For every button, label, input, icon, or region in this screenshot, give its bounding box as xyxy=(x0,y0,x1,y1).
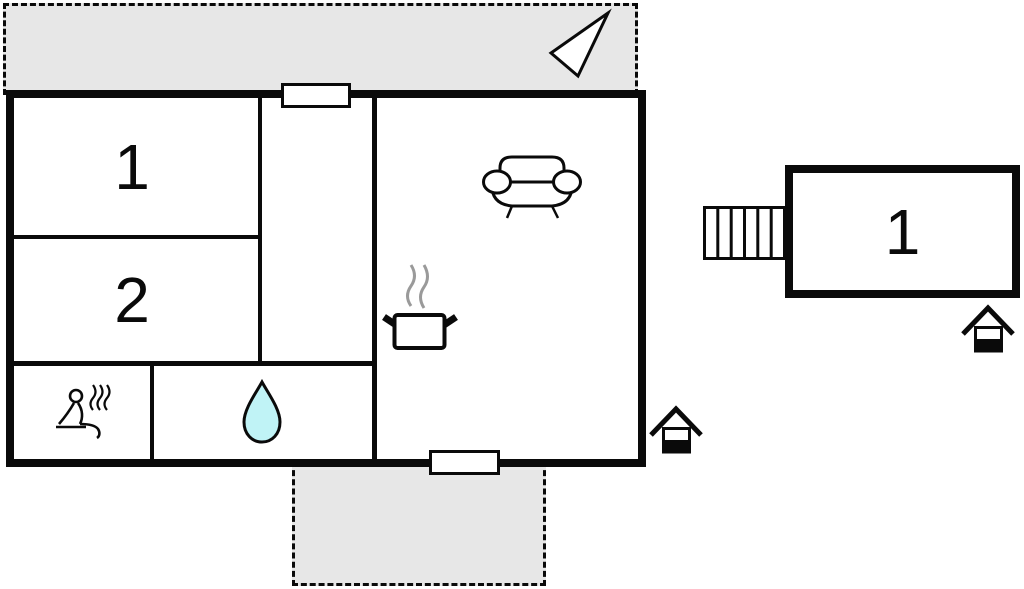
wall-hallway-livingroom xyxy=(372,98,377,459)
steam-icon xyxy=(419,264,429,309)
window-bottom xyxy=(429,450,500,475)
water-drop-icon xyxy=(242,379,282,444)
annex-room-label: 1 xyxy=(793,173,1012,290)
sauna-person-icon xyxy=(56,384,111,440)
terrace-top xyxy=(3,3,638,95)
annex-room-number: 1 xyxy=(884,195,921,268)
room-1-label: 1 xyxy=(6,98,258,235)
window-top xyxy=(281,83,351,108)
steam-icon xyxy=(406,264,416,307)
sofa-icon xyxy=(482,155,582,219)
wall-rooms-hallway xyxy=(258,98,262,364)
room-2-number: 2 xyxy=(114,264,150,336)
terrace-bottom xyxy=(292,461,546,586)
room-1-number: 1 xyxy=(114,130,150,203)
wall-above-sauna-bath xyxy=(14,361,377,366)
steam-icon xyxy=(96,384,104,411)
steam-icon xyxy=(89,384,97,411)
wall-sauna-bath xyxy=(150,361,154,459)
stairs-icon xyxy=(703,206,786,260)
wall-room1-room2 xyxy=(14,235,262,239)
room-2-label: 2 xyxy=(6,239,258,361)
north-arrow-icon xyxy=(548,8,612,79)
steam-icon xyxy=(103,384,111,411)
house-entrance-icon xyxy=(961,304,1015,353)
annex-building-outline xyxy=(785,165,1020,298)
house-entrance-icon xyxy=(649,405,703,454)
cooking-pot-icon xyxy=(382,264,458,350)
